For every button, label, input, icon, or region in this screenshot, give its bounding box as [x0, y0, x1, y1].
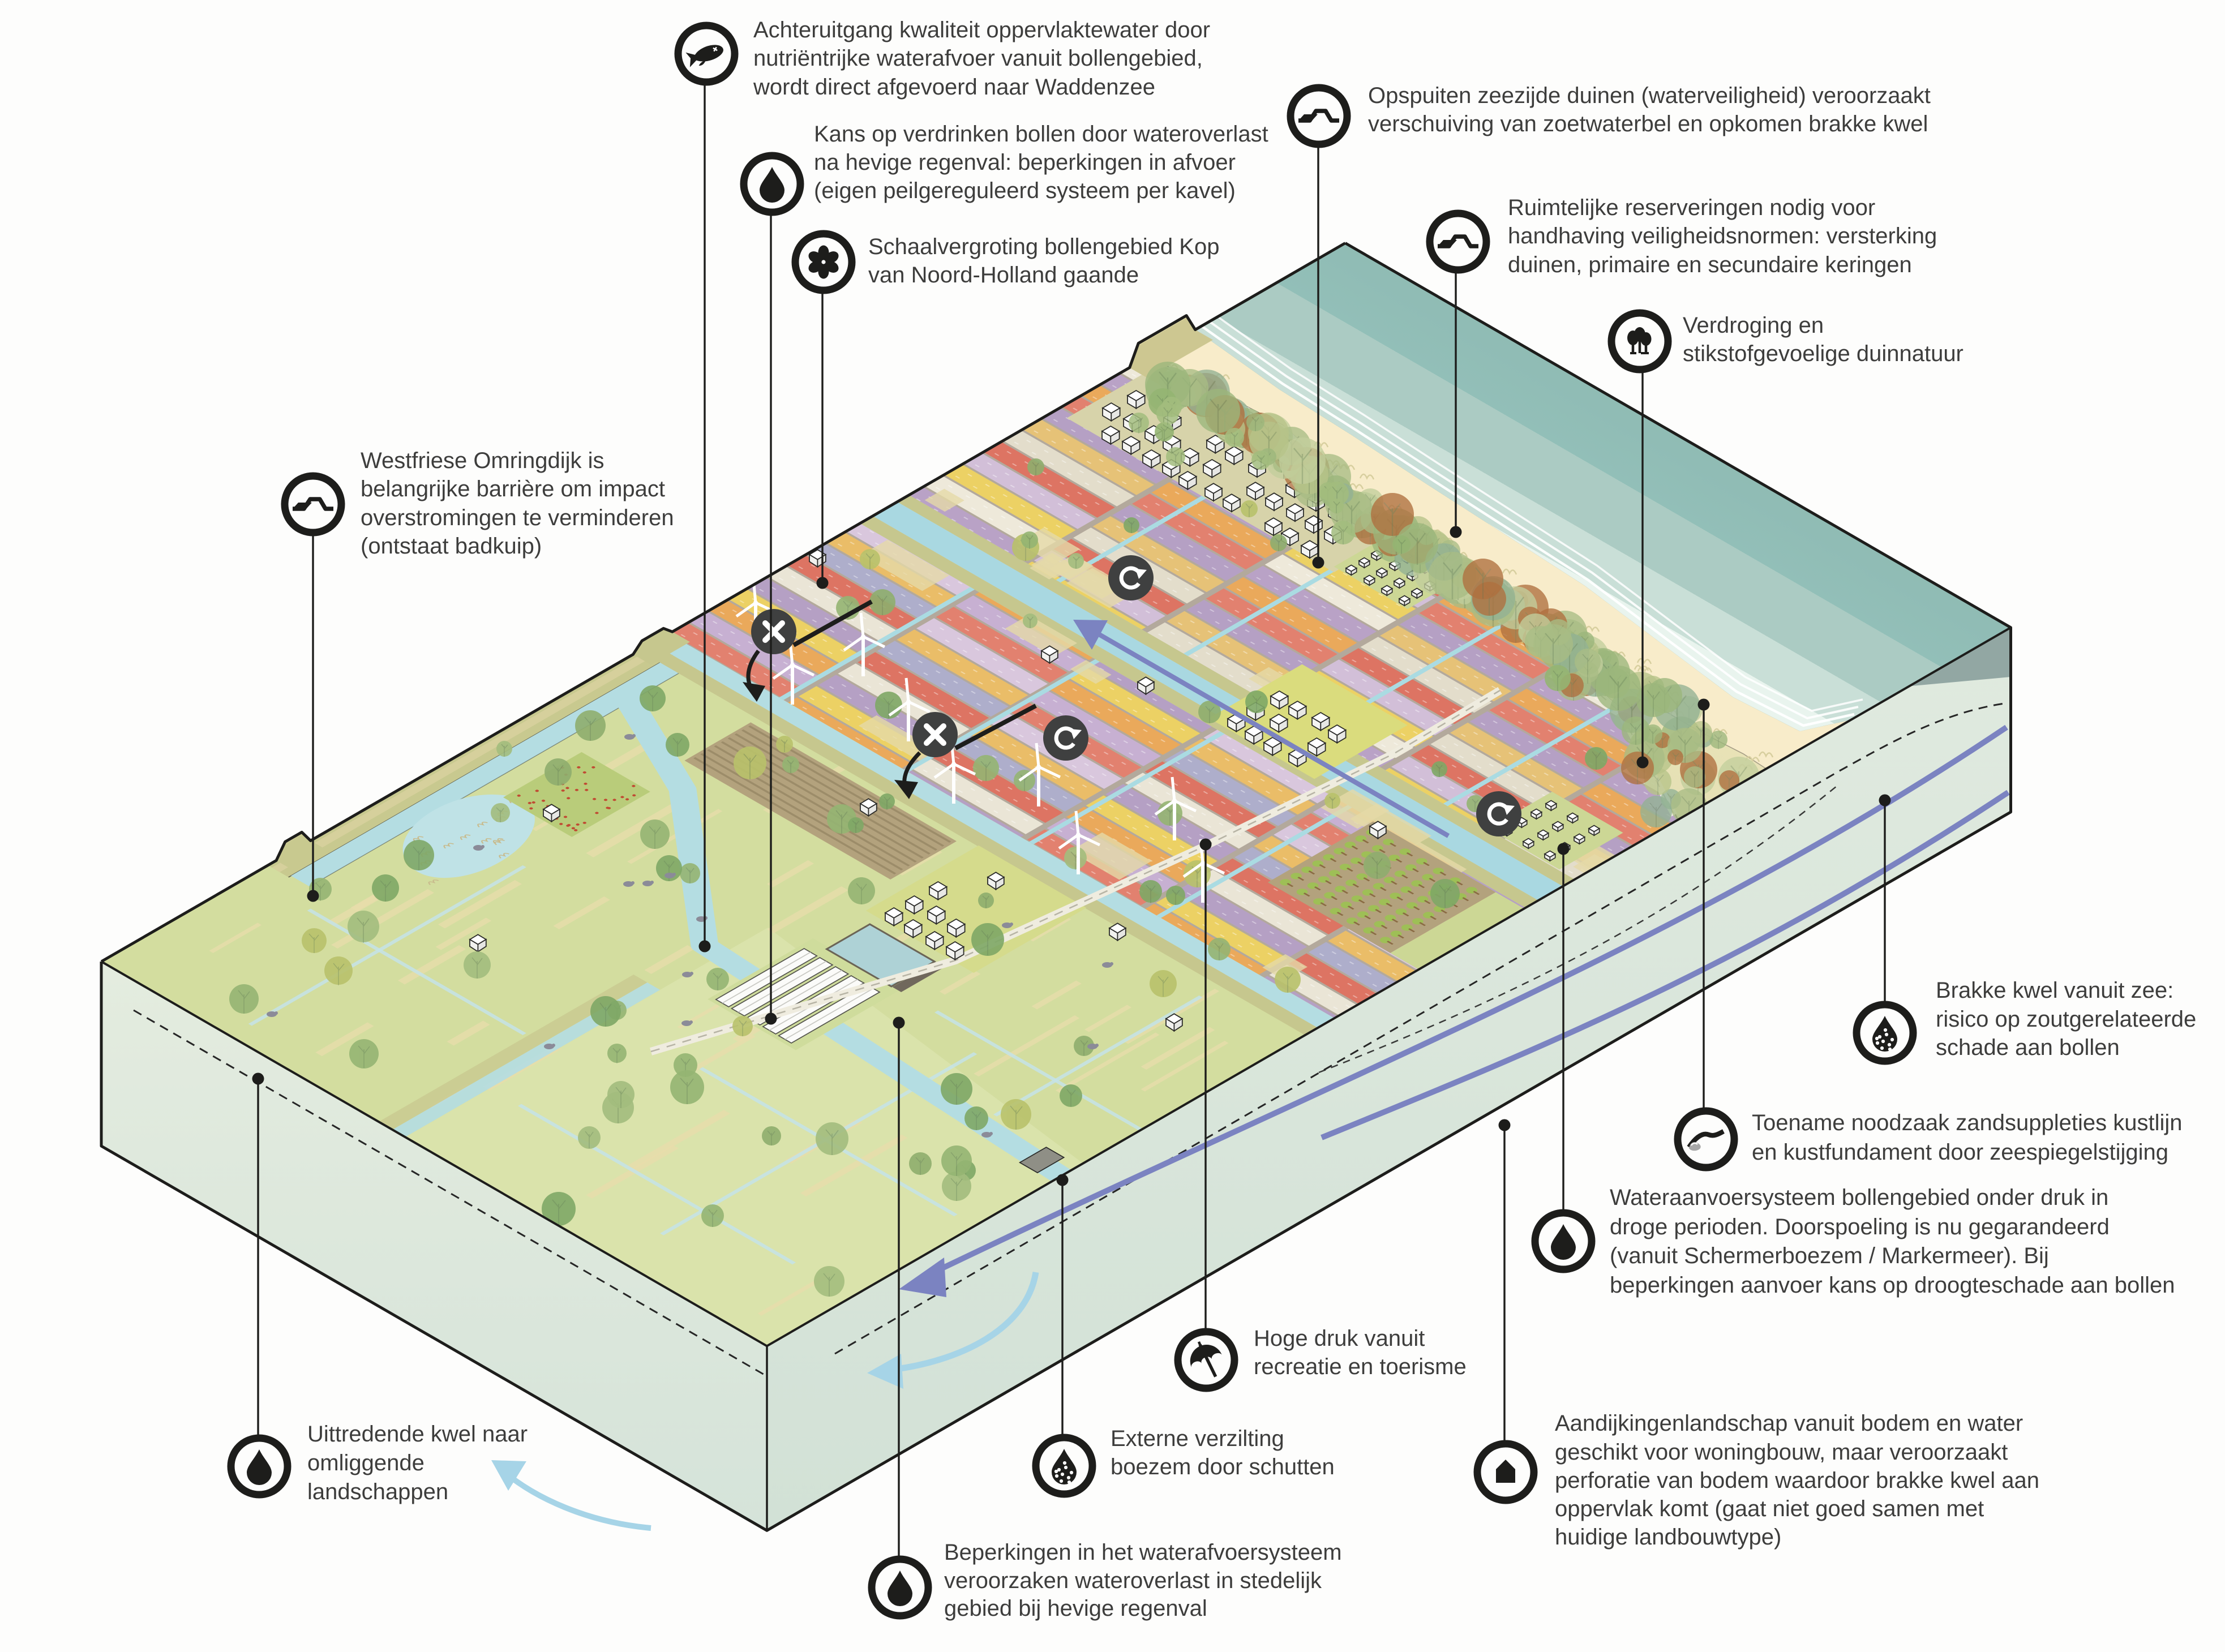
svg-text:van Noord-Holland gaande: van Noord-Holland gaande: [868, 263, 1139, 288]
svg-text:stikstofgevoelige duinnatuur: stikstofgevoelige duinnatuur: [1683, 341, 1964, 366]
svg-text:wordt direct afgevoerd naar Wa: wordt direct afgevoerd naar Waddenzee: [753, 75, 1155, 100]
svg-text:Wateraanvoersysteem bollengebi: Wateraanvoersysteem bollengebied onder d…: [1610, 1185, 2108, 1210]
svg-text:nutriëntrijke waterafvoer vanu: nutriëntrijke waterafvoer vanuit bolleng…: [753, 46, 1203, 71]
svg-text:verschuiving van zoetwaterbel: verschuiving van zoetwaterbel en opkomen…: [1368, 111, 1928, 136]
svg-text:duinen, primaire en secundaire: duinen, primaire en secundaire keringen: [1508, 252, 1912, 277]
svg-text:beperkingen aanvoer kans op dr: beperkingen aanvoer kans op droogteschad…: [1610, 1273, 2175, 1298]
svg-text:omliggende: omliggende: [307, 1451, 425, 1475]
svg-text:recreatie en toerisme: recreatie en toerisme: [1254, 1354, 1467, 1379]
svg-text:Brakke kwel vanuit zee:: Brakke kwel vanuit zee:: [1936, 978, 2173, 1003]
svg-text:Opspuiten zeezijde duinen (wat: Opspuiten zeezijde duinen (waterveilighe…: [1368, 83, 1931, 108]
svg-text:Westfriese Omringdijk is: Westfriese Omringdijk is: [361, 448, 604, 473]
svg-text:landschappen: landschappen: [307, 1479, 448, 1504]
svg-text:Verdroging en: Verdroging en: [1683, 313, 1824, 338]
svg-text:Ruimtelijke reserveringen nodi: Ruimtelijke reserveringen nodig voor: [1508, 195, 1875, 220]
svg-text:(vanuit Schermerboezem / Marke: (vanuit Schermerboezem / Markermeer). Bi…: [1610, 1243, 2049, 1268]
svg-text:perforatie van bodem waardoor: perforatie van bodem waardoor brakke kwe…: [1555, 1468, 2039, 1493]
svg-text:Beperkingen in het waterafvoer: Beperkingen in het waterafvoersysteem: [944, 1540, 1342, 1565]
svg-text:Achteruitgang kwaliteit opperv: Achteruitgang kwaliteit oppervlaktewater…: [753, 18, 1210, 42]
svg-text:Uittredende kwel naar: Uittredende kwel naar: [307, 1422, 528, 1447]
svg-text:oppervlak komt (gaat niet goed: oppervlak komt (gaat niet goed samen met: [1555, 1496, 1984, 1521]
svg-text:Schaalvergroting bollengebied: Schaalvergroting bollengebied Kop: [868, 234, 1219, 259]
svg-text:boezem door schutten: boezem door schutten: [1111, 1454, 1335, 1479]
svg-text:overstromingen te verminderen: overstromingen te verminderen: [361, 505, 674, 530]
svg-text:Toename noodzaak zandsuppletie: Toename noodzaak zandsuppleties kustlijn: [1752, 1110, 2183, 1135]
svg-text:(eigen peilgereguleerd systeem: (eigen peilgereguleerd systeem per kavel…: [814, 178, 1236, 203]
svg-text:gebied bij hevige regenval: gebied bij hevige regenval: [944, 1596, 1207, 1621]
svg-text:veroorzaken wateroverlast in s: veroorzaken wateroverlast in stedelijk: [944, 1568, 1322, 1593]
svg-text:droge perioden. Doorspoeling i: droge perioden. Doorspoeling is nu gegar…: [1610, 1215, 2110, 1239]
svg-text:risico op zoutgerelateerde: risico op zoutgerelateerde: [1936, 1007, 2196, 1032]
svg-text:Externe verzilting: Externe verzilting: [1111, 1426, 1284, 1451]
svg-text:Kans op verdrinken bollen door: Kans op verdrinken bollen door waterover…: [814, 122, 1268, 147]
svg-text:handhaving veiligheidsnormen:: handhaving veiligheidsnormen: versterkin…: [1508, 224, 1937, 248]
svg-text:huidige landbouwtype): huidige landbouwtype): [1555, 1525, 1781, 1550]
svg-text:Aandijkingenlandschap vanuit b: Aandijkingenlandschap vanuit bodem en wa…: [1555, 1411, 2023, 1436]
svg-text:belangrijke barrière om impact: belangrijke barrière om impact: [361, 477, 665, 501]
svg-text:(ontstaat badkuip): (ontstaat badkuip): [361, 534, 542, 559]
svg-text:geschikt voor woningbouw, maar: geschikt voor woningbouw, maar veroorzaa…: [1555, 1440, 2008, 1465]
svg-text:en kustfundament door zeespieg: en kustfundament door zeespiegelstijging: [1752, 1140, 2168, 1165]
svg-text:schade aan bollen: schade aan bollen: [1936, 1035, 2120, 1060]
svg-text:na hevige regenval: beperkinge: na hevige regenval: beperkingen in afvoe…: [814, 150, 1236, 175]
svg-text:Hoge druk vanuit: Hoge druk vanuit: [1254, 1326, 1425, 1351]
